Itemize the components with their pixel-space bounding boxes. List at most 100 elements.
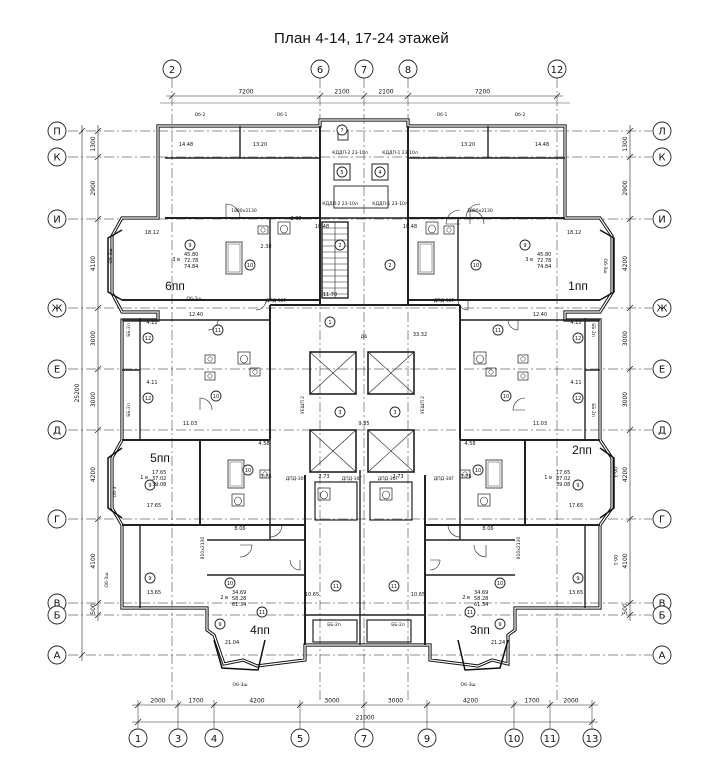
elevator-cross	[309, 429, 357, 473]
room-area: 4.58	[464, 441, 475, 447]
vestibule-left	[314, 481, 358, 521]
door-swing	[512, 397, 526, 411]
room-number: 11	[495, 328, 501, 334]
duct-mark: КДДП-2 23-10л	[322, 201, 358, 207]
door-swing	[255, 299, 267, 311]
dim-tick	[210, 701, 218, 709]
dim-tick	[94, 611, 102, 619]
toilet-bowl	[240, 354, 248, 364]
sink-basin	[446, 227, 452, 233]
exterior-wall	[110, 118, 614, 668]
axis-label-top: 2	[169, 65, 175, 76]
room-area: 10.48	[315, 224, 329, 230]
sink	[259, 469, 271, 479]
apartment-rooms: 2 в	[220, 595, 228, 601]
room-number: 2	[388, 263, 391, 269]
axis-label-bottom: 7	[361, 734, 367, 745]
room-number: 12	[145, 336, 151, 342]
room-number: 9	[148, 483, 151, 489]
dim-tick	[626, 426, 634, 434]
sink-basin	[488, 369, 494, 375]
toilet-bowl	[476, 354, 484, 364]
room-number-marker	[470, 259, 482, 271]
axis-marker-left	[47, 509, 67, 529]
bay-window-bottom-left	[213, 639, 266, 671]
room-number: 10	[503, 394, 509, 400]
apartment-rooms: 3 в	[525, 257, 533, 263]
axis-label-left: Е	[54, 365, 60, 376]
axis-label-top: 7	[361, 65, 367, 76]
dim-value: 3000	[622, 392, 629, 407]
dim-tick	[626, 127, 634, 135]
elevator-cross	[309, 351, 357, 395]
bathtub	[225, 241, 243, 275]
dim-tick	[626, 599, 634, 607]
dim-value: 4100	[90, 256, 97, 271]
apartment-label: 4пп	[250, 623, 270, 637]
axis-label-left: И	[53, 215, 60, 226]
sink-basin	[207, 373, 213, 379]
room-number: 11	[467, 610, 473, 616]
dim-tick	[588, 718, 596, 726]
room-number: 10	[247, 263, 253, 269]
dim-value: 25200	[74, 383, 81, 402]
axis-marker-left	[47, 209, 67, 229]
room-area: 4.11	[146, 320, 157, 326]
sink	[517, 354, 529, 364]
dim-value: 4200	[90, 467, 97, 482]
door-mark: ДПД-30Г	[434, 298, 455, 304]
balcony-mark: ББ-2п	[590, 323, 596, 337]
axis-marker-left	[47, 645, 67, 665]
dim-tick	[94, 515, 102, 523]
sink-basin	[207, 356, 213, 362]
toilet	[231, 493, 245, 507]
axis-label-right: Г	[659, 515, 665, 526]
double-door-swing	[445, 209, 461, 225]
dim-tick	[94, 599, 102, 607]
axis-marker-bottom	[504, 728, 524, 748]
door-swing	[465, 203, 481, 219]
window-mark: Об-1	[437, 112, 448, 118]
apartment-total-area-balcony: 39.08	[152, 482, 166, 488]
room-area: 11.03	[533, 421, 547, 427]
sink	[485, 367, 497, 377]
door-swing	[225, 203, 241, 219]
room-number: 3	[338, 410, 341, 416]
dim-value: 4200	[249, 698, 264, 705]
room-area: 4.11	[570, 320, 581, 326]
room-number-marker	[494, 618, 506, 630]
dim-value: 1300	[622, 136, 629, 151]
toilet-bowl	[234, 496, 242, 506]
axis-label-right: И	[658, 215, 665, 226]
room-number: 9	[188, 243, 191, 249]
room-area: 8.06	[234, 526, 245, 532]
axis-marker-right	[652, 509, 672, 529]
toilet	[425, 221, 439, 235]
room-number: 2	[338, 243, 341, 249]
room-number-marker	[572, 572, 584, 584]
room-number: 10	[245, 468, 251, 474]
window-mark: Об-3	[112, 486, 118, 497]
elevator-3	[309, 429, 357, 473]
door-swing	[507, 319, 519, 331]
room-number-marker	[256, 606, 268, 618]
axis-label-left: Б	[54, 611, 61, 622]
room-number: 10	[475, 468, 481, 474]
door-mark: ДПД-30Г	[342, 476, 363, 482]
room-number-marker	[330, 580, 342, 592]
room-number-marker	[572, 332, 584, 344]
room-number-marker	[500, 390, 512, 402]
dim-tick	[134, 701, 142, 709]
room-number-marker	[334, 406, 346, 418]
room-area: 2.73	[318, 474, 329, 480]
sink	[204, 354, 216, 364]
door-swing	[289, 559, 301, 571]
axis-label-left: П	[53, 127, 61, 138]
room-number: 3	[393, 410, 396, 416]
apartment-label: 6пп	[165, 279, 185, 293]
dim-tick	[588, 701, 596, 709]
walls	[107, 118, 615, 671]
axis-marker-bottom	[168, 728, 188, 748]
dim-tick	[134, 718, 142, 726]
